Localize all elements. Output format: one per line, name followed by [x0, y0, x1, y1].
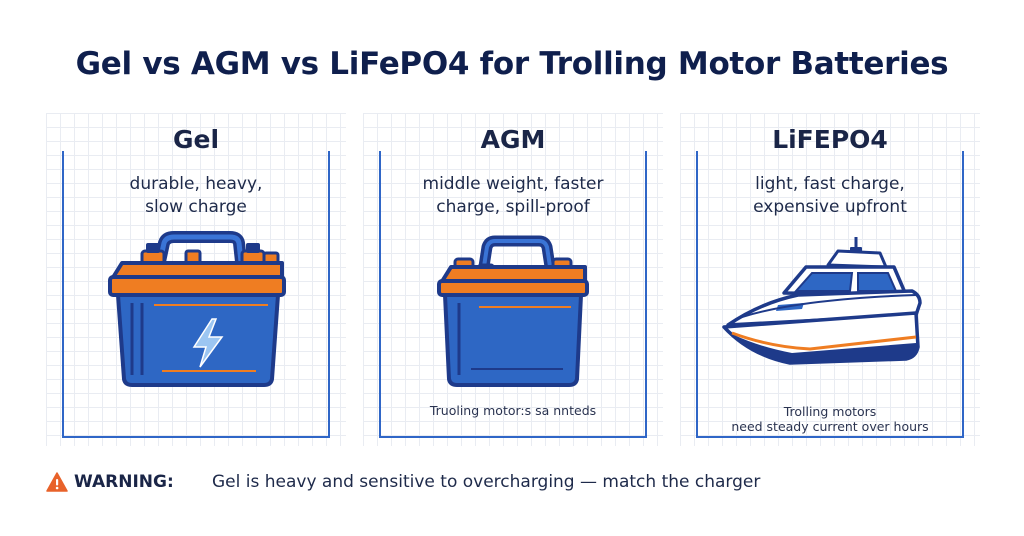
- panel-title-gel: Gel: [172, 125, 220, 154]
- panel-lifepo4: LiFEPO4 light, fast charge, expensive up…: [680, 113, 980, 446]
- panel-agm: AGM middle weight, faster charge, spill-…: [363, 113, 663, 446]
- description-line: charge, spill-proof: [436, 197, 590, 217]
- battery-lightning-icon: [108, 231, 286, 387]
- page-title: Gel vs AGM vs LiFePO4 for Trolling Motor…: [75, 46, 949, 82]
- panel-description-gel: durable, heavy, slow charge: [66, 173, 326, 219]
- panel-frame: [379, 151, 647, 438]
- panel-title-agm: AGM: [480, 125, 546, 154]
- panel-description-lifepo4: light, fast charge, expensive upfront: [700, 173, 960, 219]
- warning-text: Gel is heavy and sensitive to overchargi…: [212, 472, 761, 492]
- description-line: expensive upfront: [753, 197, 907, 217]
- description-line: durable, heavy,: [129, 174, 263, 194]
- panel-gel: Gel durable, heavy, slow charge: [46, 113, 346, 446]
- warning-label: WARNING:: [74, 472, 174, 492]
- description-line: slow charge: [145, 197, 247, 217]
- description-line: light, fast charge,: [755, 174, 905, 194]
- warning-bar: WARNING: Gel is heavy and sensitive to o…: [46, 470, 760, 494]
- panel-frame: [62, 151, 330, 438]
- battery-icon: [437, 235, 589, 387]
- panel-frame: [696, 151, 964, 438]
- note-line: need steady current over hours: [731, 419, 929, 434]
- panel-note-lifepo4: Trolling motors need steady current over…: [700, 404, 960, 434]
- panel-note-agm: Truoling motor:s sa nnteds: [383, 403, 643, 418]
- description-line: middle weight, faster: [422, 174, 604, 194]
- note-line: Trolling motors: [783, 404, 877, 419]
- panel-title-lifepo4: LiFEPO4: [772, 125, 888, 154]
- panel-description-agm: middle weight, faster charge, spill-proo…: [383, 173, 643, 219]
- boat-icon: [722, 237, 922, 365]
- warning-triangle-icon: [46, 472, 68, 492]
- note-line: Truoling motor:s sa nnteds: [429, 403, 597, 418]
